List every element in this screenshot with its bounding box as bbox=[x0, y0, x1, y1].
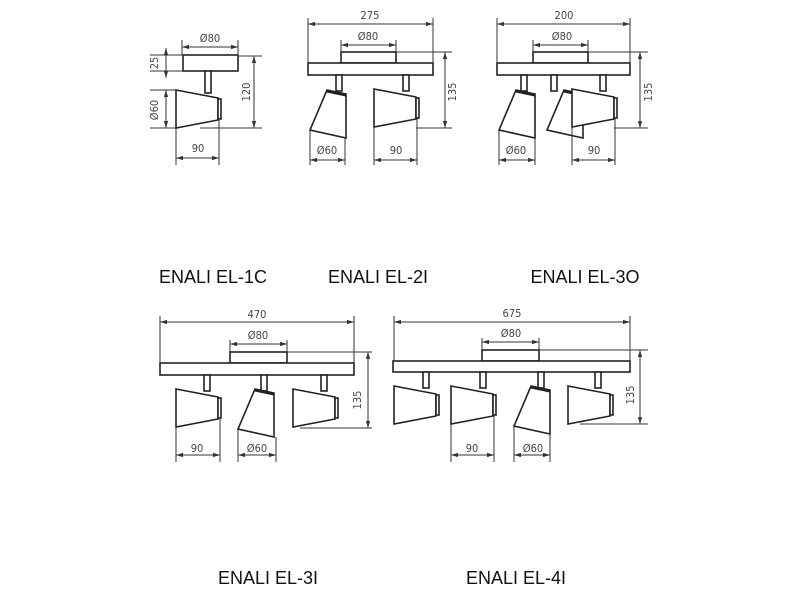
shade-cap bbox=[326, 89, 347, 97]
ceiling-base bbox=[532, 51, 589, 64]
el3o-height: 135 bbox=[642, 83, 655, 102]
stem bbox=[260, 374, 268, 392]
shade-cap bbox=[254, 388, 275, 396]
el3o-shade-diameter: Ø60 bbox=[506, 144, 526, 157]
spotlight-shade bbox=[567, 385, 611, 425]
el1c-label: ENALI EL-1C bbox=[159, 267, 267, 287]
el3o-base-diameter: Ø80 bbox=[552, 30, 572, 43]
shade-cap bbox=[609, 394, 614, 416]
stem bbox=[422, 371, 430, 389]
el2i-length: 275 bbox=[361, 9, 380, 22]
el1c-base-height: 25 bbox=[148, 57, 161, 70]
shade-cap bbox=[613, 97, 618, 119]
spotlight-shade bbox=[236, 388, 275, 438]
mounting-bar bbox=[307, 62, 434, 76]
el1c-shade-diameter: Ø60 bbox=[148, 100, 161, 120]
el2i-shade-diameter: Ø60 bbox=[317, 144, 337, 157]
spotlight-shade bbox=[571, 88, 615, 128]
el2i-shade-length: 90 bbox=[390, 144, 403, 157]
el4i-base-diameter: Ø80 bbox=[501, 327, 521, 340]
mounting-bar bbox=[496, 62, 631, 76]
el3i-height: 135 bbox=[351, 391, 364, 410]
stem bbox=[520, 74, 528, 92]
spotlight-shade bbox=[175, 89, 219, 129]
el3o-shade-length: 90 bbox=[588, 144, 601, 157]
el1c-shade-length: 90 bbox=[192, 142, 205, 155]
spotlight-shade bbox=[292, 388, 336, 428]
stem bbox=[599, 74, 607, 92]
stem bbox=[204, 70, 212, 94]
shade-cap bbox=[415, 97, 420, 119]
spotlight-shade bbox=[175, 388, 219, 428]
spotlight-shade bbox=[497, 89, 536, 139]
el4i-length: 675 bbox=[503, 307, 522, 320]
shade-cap bbox=[530, 385, 551, 393]
spotlight-shade bbox=[512, 385, 551, 435]
shade-cap bbox=[217, 397, 222, 419]
stem bbox=[537, 371, 545, 389]
mounting-bar bbox=[159, 362, 355, 376]
el3i-length: 470 bbox=[248, 308, 267, 321]
el2i-base-diameter: Ø80 bbox=[358, 30, 378, 43]
stem bbox=[594, 371, 602, 389]
shade-cap bbox=[492, 394, 497, 416]
stem bbox=[335, 74, 343, 92]
el3o-label: ENALI EL-3O bbox=[530, 267, 639, 287]
spotlight-shade bbox=[373, 88, 417, 128]
el4i-shade-diameter: Ø60 bbox=[523, 442, 543, 455]
mounting-bar bbox=[392, 360, 631, 373]
stem bbox=[550, 74, 558, 92]
el4i-label: ENALI EL-4I bbox=[466, 568, 566, 588]
el4i-shade-length: 90 bbox=[466, 442, 479, 455]
ceiling-base bbox=[340, 51, 397, 64]
spotlight-shade bbox=[308, 89, 347, 139]
spotlight-shade bbox=[393, 385, 437, 425]
base-plate bbox=[182, 54, 239, 72]
shade-cap bbox=[334, 397, 339, 419]
el3i-label: ENALI EL-3I bbox=[218, 568, 318, 588]
el4i-height: 135 bbox=[624, 386, 637, 405]
stem bbox=[479, 371, 487, 389]
el2i-height: 135 bbox=[446, 83, 459, 102]
stem bbox=[402, 74, 410, 92]
stem bbox=[203, 374, 211, 392]
ceiling-base bbox=[481, 349, 540, 362]
el1c-base-diameter: Ø80 bbox=[200, 32, 220, 45]
stem bbox=[320, 374, 328, 392]
shade-cap bbox=[435, 394, 440, 416]
shade-cap bbox=[515, 89, 536, 97]
el2i-label: ENALI EL-2I bbox=[328, 267, 428, 287]
el3i-base-diameter: Ø80 bbox=[248, 329, 268, 342]
shade-cap bbox=[217, 98, 222, 120]
el3o-length: 200 bbox=[555, 9, 574, 22]
el3i-shade-length: 90 bbox=[191, 442, 204, 455]
el1c-total-height: 120 bbox=[240, 83, 253, 102]
el3i-shade-diameter: Ø60 bbox=[247, 442, 267, 455]
spotlight-shade bbox=[450, 385, 494, 425]
ceiling-base bbox=[229, 351, 288, 364]
